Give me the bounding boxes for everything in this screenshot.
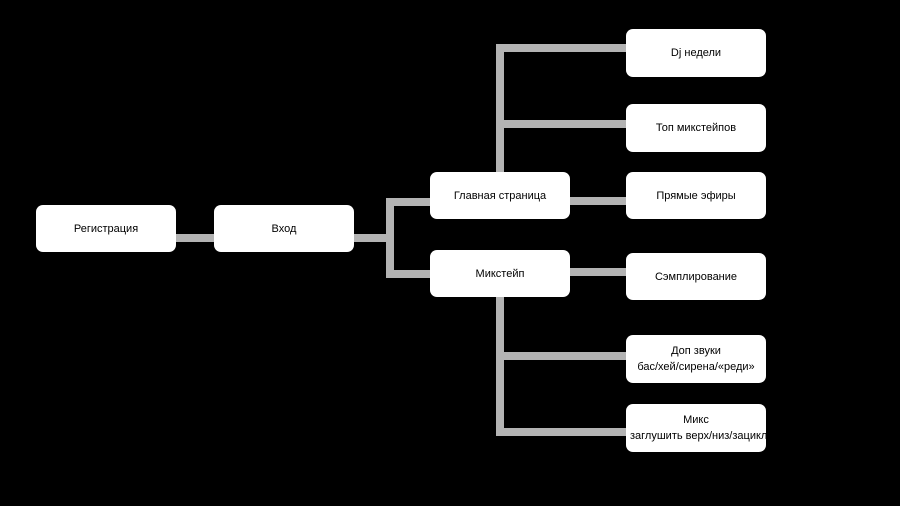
node-registration-label: Регистрация (73, 222, 139, 235)
node-mixtape: Микстейп (430, 250, 570, 297)
node-extra-sounds-detail: бас/хей/сирена/«реди» (637, 361, 755, 373)
node-main-page-label: Главная страница (453, 189, 547, 202)
node-main-page: Главная страница (430, 172, 570, 219)
node-extra-sounds: Доп звуки бас/хей/сирена/«реди» (626, 335, 766, 383)
node-login: Вход (214, 205, 354, 252)
node-live-streams-label: Прямые эфиры (656, 189, 736, 202)
node-extra-sounds-label: Доп звуки (671, 345, 721, 357)
node-mix: Микс заглушить верх/низ/зациклить (626, 404, 766, 452)
node-registration: Регистрация (36, 205, 176, 252)
node-mix-label: Микс (683, 414, 709, 426)
node-dj-week: Dj недели (626, 29, 766, 77)
node-mixtape-label: Микстейп (475, 267, 525, 280)
node-live-streams: Прямые эфиры (626, 172, 766, 219)
node-mix-detail: заглушить верх/низ/зациклить (630, 430, 766, 442)
node-dj-week-label: Dj недели (670, 47, 722, 59)
node-mix-detail-clip: заглушить верх/низ/зациклить (626, 428, 766, 444)
node-sampling-label: Сэмплирование (654, 270, 738, 283)
node-top-mixtapes: Топ микстейпов (626, 104, 766, 152)
node-login-label: Вход (271, 222, 297, 235)
node-top-mixtapes-label: Топ микстейпов (655, 122, 737, 134)
node-sampling: Сэмплирование (626, 253, 766, 300)
